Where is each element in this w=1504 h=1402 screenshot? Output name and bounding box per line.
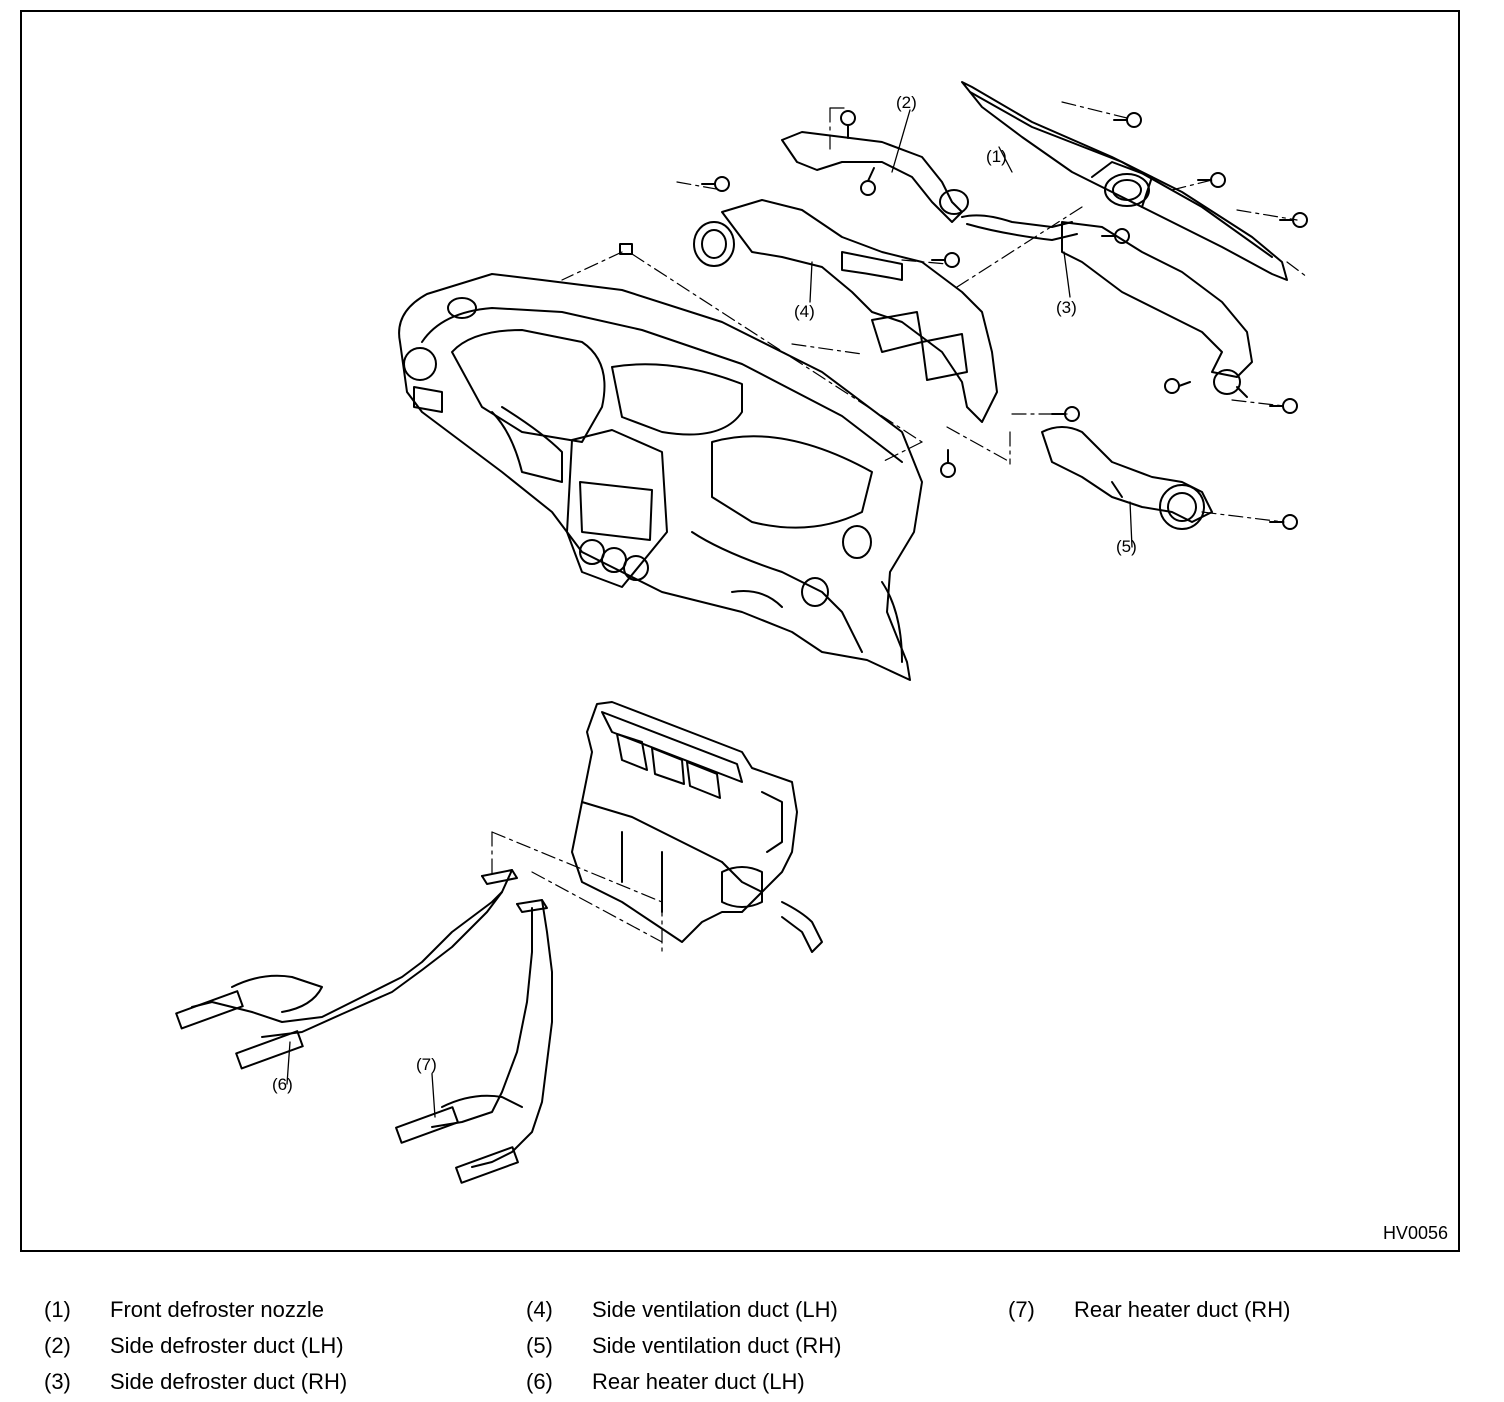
legend-item-7: (7) Rear heater duct (RH) (1008, 1292, 1290, 1328)
side-ventilation-duct-rh (1042, 427, 1212, 529)
legend-label: Rear heater duct (LH) (592, 1369, 805, 1394)
instrument-panel (399, 274, 922, 680)
legend-number: (4) (526, 1297, 553, 1322)
legend-item-1: (1) Front defroster nozzle (44, 1292, 347, 1328)
legend-column-1: (1) Front defroster nozzle (2) Side defr… (44, 1292, 347, 1400)
legend-item-4: (4) Side ventilation duct (LH) (526, 1292, 841, 1328)
legend-number: (6) (526, 1369, 553, 1394)
callout-3: (3) (1056, 298, 1077, 317)
legend-label: Front defroster nozzle (110, 1297, 324, 1322)
heater-unit (572, 702, 822, 952)
callout-1: (1) (986, 147, 1007, 166)
legend-number: (2) (44, 1333, 71, 1358)
legend-label: Side defroster duct (LH) (110, 1333, 344, 1358)
exploded-view-illustration: (1) (2) (3) (4) (5) (6) (7) (22, 12, 1462, 1254)
parts-legend: (1) Front defroster nozzle (2) Side defr… (0, 1292, 1504, 1402)
callout-2: (2) (896, 93, 917, 112)
alignment-lines (492, 102, 1307, 952)
legend-item-5: (5) Side ventilation duct (RH) (526, 1328, 841, 1364)
figure-code: HV0056 (1382, 1223, 1448, 1243)
callout-4: (4) (794, 302, 815, 321)
legend-number: (7) (1008, 1297, 1035, 1322)
legend-number: (5) (526, 1333, 553, 1358)
callout-5: (5) (1116, 537, 1137, 556)
legend-label: Rear heater duct (RH) (1074, 1297, 1291, 1322)
screws (620, 111, 1307, 529)
legend-label: Side ventilation duct (LH) (592, 1297, 838, 1322)
front-defroster-nozzle (962, 82, 1287, 280)
rear-heater-duct-lh (176, 870, 517, 1068)
legend-number: (1) (44, 1297, 71, 1322)
callout-6: (6) (272, 1075, 293, 1094)
legend-column-3: (7) Rear heater duct (RH) (1008, 1292, 1290, 1328)
legend-column-2: (4) Side ventilation duct (LH) (5) Side … (526, 1292, 841, 1400)
side-defroster-duct-lh (782, 132, 1077, 240)
side-defroster-duct-rh (1062, 222, 1252, 397)
legend-item-6: (6) Rear heater duct (LH) (526, 1364, 841, 1400)
diagram-frame: (1) (2) (3) (4) (5) (6) (7) HV0056 (20, 10, 1460, 1252)
callout-7: (7) (416, 1055, 437, 1074)
legend-item-3: (3) Side defroster duct (RH) (44, 1364, 347, 1400)
rear-heater-duct-rh (396, 900, 552, 1183)
legend-number: (3) (44, 1369, 71, 1394)
legend-item-2: (2) Side defroster duct (LH) (44, 1328, 347, 1364)
legend-label: Side ventilation duct (RH) (592, 1333, 842, 1358)
legend-label: Side defroster duct (RH) (110, 1369, 348, 1394)
side-ventilation-duct-lh (694, 200, 997, 422)
leader-lines (287, 110, 1132, 1117)
